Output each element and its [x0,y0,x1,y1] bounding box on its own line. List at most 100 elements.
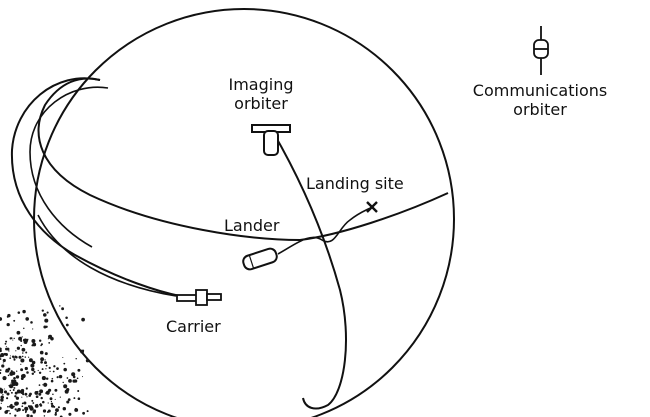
speckle-dot [23,401,27,405]
speckle-dot [54,388,58,392]
speckle-dot [17,311,21,314]
speckle-dot [2,394,4,396]
speckle-dot [38,392,42,396]
speckle-dot [47,338,50,340]
speckle-dot [59,396,61,398]
speckle-dot [9,357,12,359]
speckle-dot [48,366,51,369]
speckle-dot [30,363,35,368]
speckle-dot [13,387,15,389]
speckle-dot [75,357,77,360]
speckle-dot [9,405,12,408]
speckle-dot [36,403,38,406]
speckle-dot [77,368,81,372]
speckle-dot [12,389,15,391]
speckle-dot [47,402,49,404]
speckle-dot [6,392,10,396]
speckle-dot [25,351,28,354]
speckle-dot [5,346,7,347]
speckle-dot [41,309,44,312]
speckle-dot [41,368,44,371]
speckle-dot [42,409,47,413]
speckle-dot [13,337,15,340]
speckle-dot [81,376,84,378]
speckle-dot [22,309,26,314]
speckle-dot [16,330,21,335]
speckle-dot [10,391,13,394]
speckle-dot [31,339,36,343]
speckle-dot [13,319,16,322]
speckle-dot [50,400,53,403]
speckle-dot [21,402,24,405]
speckle-dot [48,334,53,339]
speckle-dot [15,396,20,400]
speckle-dot [43,313,47,317]
speckle-dot [5,409,9,413]
speckle-dot [7,313,11,318]
speckle-dot [46,311,49,314]
speckle-dot [0,317,3,321]
speckle-dot [26,396,28,398]
carrier-orbit-band [10,77,181,297]
carrier-orbit-band-inner [29,86,109,248]
speckle-dot [28,405,33,410]
landing-site-marker-icon [366,201,378,213]
speckle-dot [8,350,10,352]
speckle-dot [63,367,67,372]
speckle-dot [20,390,25,394]
speckle-dot [41,376,46,381]
carrier-label: Carrier [166,317,221,336]
speckle-dot [61,307,65,311]
communications-orbiter-label-line1: Communications [472,81,608,100]
speckle-dot [20,368,24,372]
speckle-dot [62,406,67,411]
speckle-dot [21,355,24,358]
speckle-dot [11,355,15,358]
speckle-dot [71,372,76,377]
speckle-dot [22,352,24,354]
speckle-dot [11,371,16,376]
speckle-dot [57,406,60,409]
speckle-dot [0,371,2,375]
speckle-dot [0,387,2,390]
imaging-orbiter-label-line1: Imaging [228,75,294,94]
speckle-dot [33,409,37,413]
speckle-dot [27,338,29,340]
speckle-dot [0,395,4,400]
speckle-dot [85,358,90,363]
speckle-dot [31,367,35,372]
speckle-dot [14,414,17,417]
speckle-dot [45,325,48,328]
speckle-dot [50,379,54,383]
speckle-dot [28,358,33,363]
speckle-dot [24,338,27,341]
speckle-dot [49,370,51,373]
speckle-dot [26,371,29,374]
speckle-dot [15,375,20,379]
speckle-dot [45,364,48,367]
landing-site-label: Landing site [306,174,404,193]
speckle-dot [44,318,49,323]
speckle-dot [2,376,7,381]
speckle-dot [2,362,4,364]
speckle-dot [11,380,16,385]
speckle-dot [74,408,79,412]
speckle-dot [40,360,43,364]
speckle-dot [2,358,6,363]
speckle-dot [40,344,42,347]
speckle-dot [25,410,27,413]
speckle-dot [82,349,85,351]
speckle-dot [23,327,25,330]
speckle-dot [58,374,63,379]
speckle-dot [63,362,66,365]
speckle-dot [66,387,70,392]
speckle-dot [13,376,16,380]
speckle-dot [31,399,34,402]
speckle-dot [47,409,51,413]
speckle-dot [0,369,2,371]
speckle-dot [42,400,45,404]
speckle-dot [68,379,72,383]
speckle-dot [50,402,54,406]
speckle-dot [16,410,19,412]
speckle-dot [12,339,14,341]
